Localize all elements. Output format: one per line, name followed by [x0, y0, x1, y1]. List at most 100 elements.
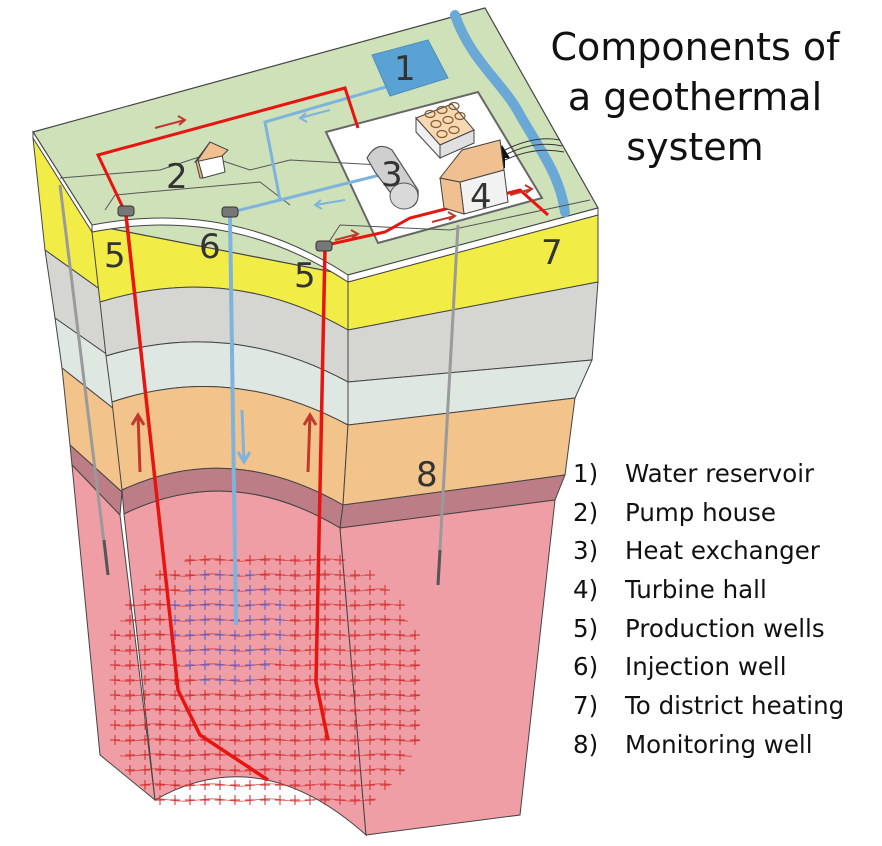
- fracture-mark: [320, 615, 330, 625]
- monitoring-well-8-screen: [436, 549, 442, 586]
- fracture-mark: [245, 780, 255, 790]
- fracture-mark: [320, 585, 330, 595]
- fracture-mark: [215, 735, 225, 745]
- fracture-mark: [275, 765, 285, 775]
- fracture-mark: [200, 570, 210, 580]
- fracture-mark: [185, 585, 195, 595]
- heating-line: [504, 149, 565, 161]
- fan-icon: [424, 109, 436, 119]
- callout-6: 6: [199, 227, 221, 267]
- fracture-mark: [275, 585, 285, 595]
- fracture-mark: [155, 795, 165, 805]
- fracture-mark: [260, 735, 270, 745]
- monitoring-well-8: [436, 224, 460, 586]
- title-line-1: Components of: [550, 25, 840, 69]
- fracture-mark: [110, 630, 120, 640]
- fracture-mark: [320, 555, 330, 565]
- fracture-mark: [170, 750, 180, 760]
- fracture-mark: [215, 570, 225, 580]
- fracture-mark: [335, 630, 345, 640]
- fracture-mark: [200, 780, 210, 790]
- callout-3: 3: [381, 155, 403, 195]
- fracture-mark: [215, 600, 225, 610]
- fracture-mark: [395, 615, 405, 625]
- callout-7: 7: [541, 233, 563, 273]
- fracture-mark: [410, 645, 420, 655]
- fracture-mark: [260, 645, 270, 655]
- fracture-mark: [185, 750, 195, 760]
- fracture-mark: [185, 795, 195, 805]
- fracture-mark: [380, 750, 390, 760]
- fracture-mark: [200, 675, 210, 685]
- fracture-mark: [110, 690, 120, 700]
- fracture-mark: [305, 555, 315, 565]
- fracture-mark: [230, 675, 240, 685]
- fracture-mark: [230, 660, 240, 670]
- fracture-mark: [350, 750, 360, 760]
- fracture-mark: [395, 705, 405, 715]
- fracture-mark: [245, 720, 255, 730]
- callout-8: 8: [416, 455, 438, 495]
- fracture-mark: [395, 690, 405, 700]
- fracture-mark: [200, 765, 210, 775]
- well-flow-arrows: [130, 409, 318, 473]
- fracture-mark: [140, 720, 150, 730]
- fracture-mark: [365, 630, 375, 640]
- fracture-mark: [380, 765, 390, 775]
- monitoring-well-left-screen: [102, 539, 110, 576]
- fracture-mark: [155, 780, 165, 790]
- fracture-line: [139, 783, 393, 787]
- legend-label: Turbine hall: [625, 575, 767, 605]
- fracture-mark: [140, 615, 150, 625]
- fracture-mark: [275, 555, 285, 565]
- callout-1: 1: [394, 49, 416, 89]
- legend-item: 2)Pump house: [573, 494, 844, 533]
- fracture-mark: [365, 570, 375, 580]
- fracture-mark: [155, 600, 165, 610]
- legend-label: Injection well: [625, 652, 787, 682]
- arrow-icon: [298, 109, 331, 123]
- fracture-mark: [320, 690, 330, 700]
- fracture-mark: [185, 735, 195, 745]
- fracture-mark: [260, 630, 270, 640]
- fracture-line: [119, 618, 409, 622]
- production-well-b: [314, 247, 330, 741]
- fracture-mark: [260, 720, 270, 730]
- fracture-mark: [155, 750, 165, 760]
- fracture-mark: [230, 645, 240, 655]
- fracture-mark: [125, 615, 135, 625]
- legend-list: 1)Water reservoir 2)Pump house 3)Heat ex…: [573, 455, 844, 765]
- fracture-mark: [125, 720, 135, 730]
- fracture-mark: [305, 600, 315, 610]
- fracture-mark: [395, 765, 405, 775]
- fracture-mark: [365, 750, 375, 760]
- fracture-mark: [125, 765, 135, 775]
- fracture-mark: [335, 570, 345, 580]
- fracture-mark: [185, 780, 195, 790]
- fracture-mark: [245, 600, 255, 610]
- fracture-mark: [140, 600, 150, 610]
- fracture-mark: [305, 720, 315, 730]
- fracture-mark: [320, 780, 330, 790]
- wellhead-icon: [117, 205, 135, 217]
- surface-edge-left: [32, 130, 93, 234]
- legend-number: 4): [573, 575, 599, 605]
- fracture-mark: [125, 705, 135, 715]
- fracture-mark: [290, 630, 300, 640]
- title-line-2: a geothermal: [567, 75, 823, 119]
- fracture-mark: [305, 570, 315, 580]
- fracture-mark: [170, 705, 180, 715]
- fracture-line: [127, 768, 405, 772]
- fracture-mark: [215, 555, 225, 565]
- fracture-mark: [350, 705, 360, 715]
- turbine-hall-roof: [439, 139, 505, 183]
- fracture-mark: [305, 630, 315, 640]
- wellheads: [117, 205, 333, 252]
- legend-item: 8)Monitoring well: [573, 726, 844, 765]
- fracture-mark: [155, 615, 165, 625]
- fracture-mark: [380, 705, 390, 715]
- callout-4: 4: [470, 177, 492, 217]
- fracture-mark: [110, 675, 120, 685]
- fan-icon: [448, 125, 460, 135]
- legend-number: 3): [573, 536, 599, 566]
